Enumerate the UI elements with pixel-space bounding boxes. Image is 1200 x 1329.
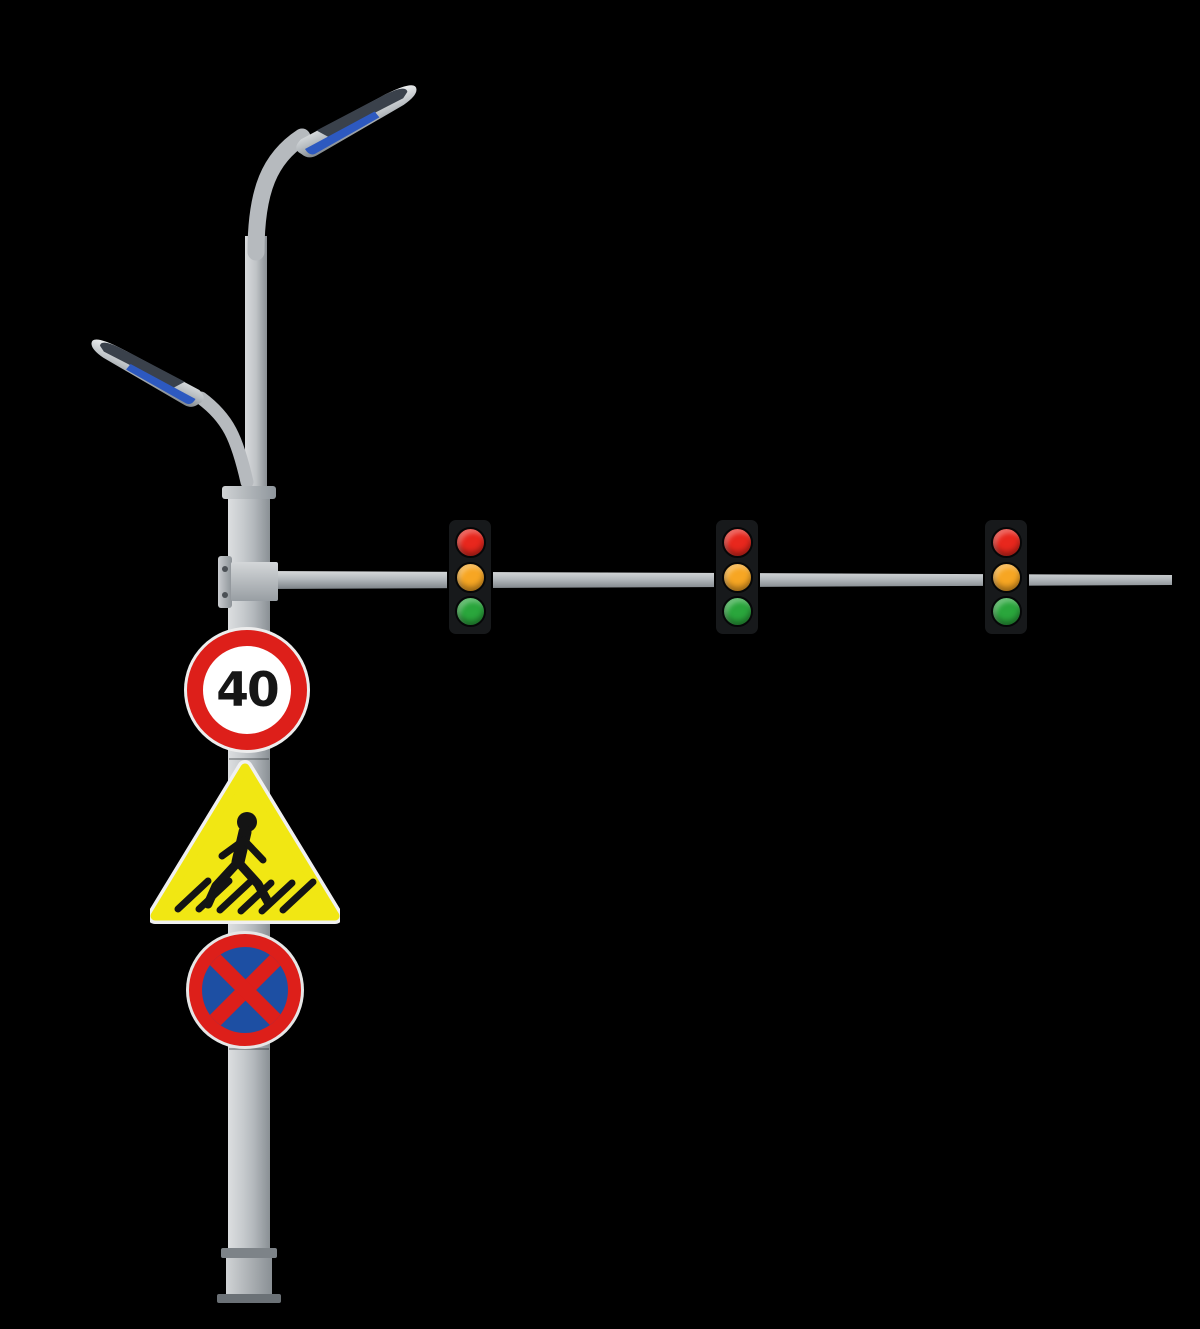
pole-seam (229, 758, 269, 760)
pole-base-block (226, 1256, 272, 1296)
no-stopping-sign (189, 934, 301, 1046)
signal-light-red-icon (721, 526, 753, 558)
signal-head-right (983, 518, 1029, 636)
signal-light-green-icon (721, 596, 753, 628)
speed-limit-value: 40 (216, 662, 279, 718)
signal-head-center (714, 518, 760, 636)
upper-lamp-arm (247, 128, 311, 261)
signal-light-amber-icon (454, 561, 486, 593)
signal-light-amber-icon (990, 561, 1022, 593)
signal-light-green-icon (454, 596, 486, 628)
mast-arm-flange (218, 556, 232, 608)
pedestrian-crossing-sign (150, 760, 340, 924)
pole-seam (229, 1048, 269, 1050)
upper-lamp-head-icon (290, 81, 426, 162)
pole-collar (222, 486, 276, 499)
lower-lamp-arm (194, 391, 254, 489)
pedestrian-icon (203, 812, 273, 909)
signal-light-amber-icon (721, 561, 753, 593)
lower-lamp-head-icon (83, 336, 210, 412)
speed-limit-sign: 40 (187, 630, 307, 750)
mast-arm-root (231, 562, 278, 601)
signal-light-red-icon (454, 526, 486, 558)
upper-pole-section (245, 236, 267, 502)
signal-head-left (447, 518, 493, 636)
signal-light-green-icon (990, 596, 1022, 628)
pole-base-collar (221, 1248, 277, 1258)
flange-bolt (222, 566, 228, 572)
signal-light-red-icon (990, 526, 1022, 558)
pole-base-plate (217, 1294, 281, 1303)
flange-bolt (222, 592, 228, 598)
